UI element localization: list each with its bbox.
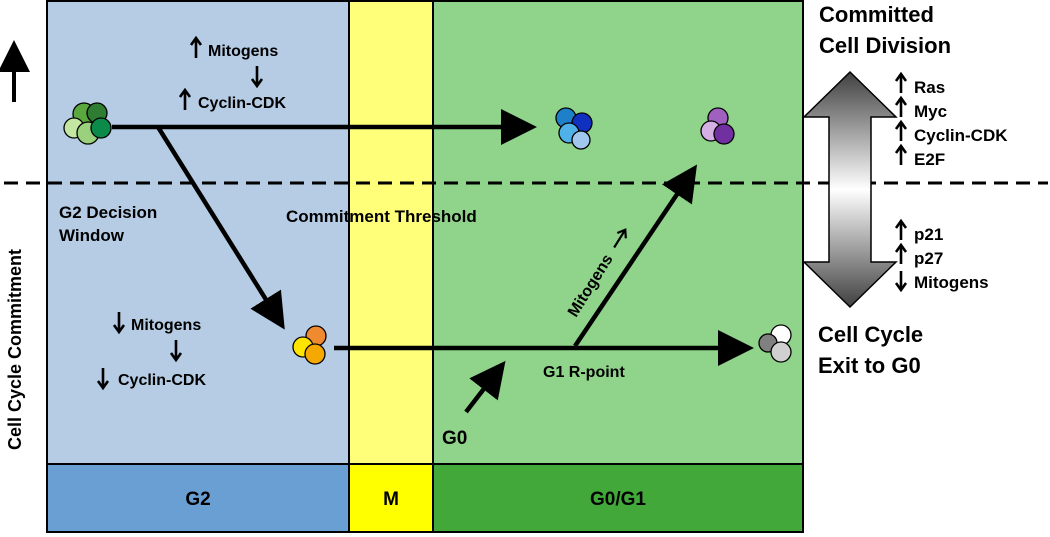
exit-factor-label: p27	[914, 249, 943, 268]
up-arrow-icon	[894, 242, 908, 264]
arrow-g0-to-rpoint	[464, 360, 506, 414]
green-cell-cluster	[63, 102, 112, 145]
g2-decision-window-label: G2 Decision Window	[59, 203, 162, 245]
blue-cell-cluster	[555, 107, 593, 150]
lower-cyclin-cdk-label: Cyclin-CDK	[118, 372, 206, 389]
up-arrow-icon	[894, 95, 908, 117]
g0-label: G0	[442, 428, 467, 449]
g2-phase-bar	[47, 464, 349, 532]
up-arrow-icon	[894, 218, 908, 240]
purple-cell-cluster	[700, 107, 735, 145]
down-arrow-icon	[169, 340, 183, 363]
lower-mitogens-label: Mitogens	[131, 317, 201, 334]
y-axis-label: Cell Cycle Commitment	[5, 249, 25, 450]
right-arrow-icon	[613, 228, 627, 249]
commitment-threshold-label: Commitment Threshold	[286, 207, 477, 226]
phase-label-m: M	[383, 489, 399, 510]
up-arrow-icon	[178, 87, 192, 110]
up-arrow-icon	[189, 35, 203, 58]
cell-cycle-exit-title: Cell Cycle Exit to G0	[818, 322, 929, 378]
exit-factor-label: p21	[914, 225, 943, 244]
m-phase-bar	[349, 464, 433, 532]
down-arrow-icon	[894, 271, 908, 293]
arrow-to-purple	[573, 164, 698, 348]
upper-cyclin-cdk-label: Cyclin-CDK	[198, 95, 286, 112]
arrow-green-to-orange	[156, 125, 285, 330]
committed-cell-division-title: Committed Cell Division	[819, 2, 951, 58]
down-arrow-icon	[112, 312, 126, 335]
gray-cell-cluster	[758, 324, 792, 363]
g0g1-phase-bar	[433, 464, 803, 532]
down-arrow-icon	[250, 66, 264, 89]
committed-factor-label: E2F	[914, 150, 945, 169]
phase-label-g2: G2	[185, 489, 210, 510]
phase-label-g0g1: G0/G1	[590, 489, 646, 510]
commitment-double-arrow	[802, 70, 898, 309]
g2-panel	[47, 1, 349, 464]
upper-mitogens-label: Mitogens	[208, 43, 278, 60]
up-arrow-icon	[894, 143, 908, 165]
committed-factor-label: Cyclin-CDK	[914, 126, 1008, 145]
m-panel	[349, 1, 433, 464]
down-arrow-icon	[96, 368, 110, 391]
committed-factor-label: Myc	[914, 102, 947, 121]
committed-factor-label: Ras	[914, 78, 945, 97]
orange-cell-cluster	[292, 325, 327, 365]
up-arrow-icon	[894, 119, 908, 141]
exit-factor-label: Mitogens	[914, 273, 989, 292]
g1-r-point-label: G1 R-point	[543, 364, 625, 381]
up-arrow-icon	[894, 71, 908, 93]
